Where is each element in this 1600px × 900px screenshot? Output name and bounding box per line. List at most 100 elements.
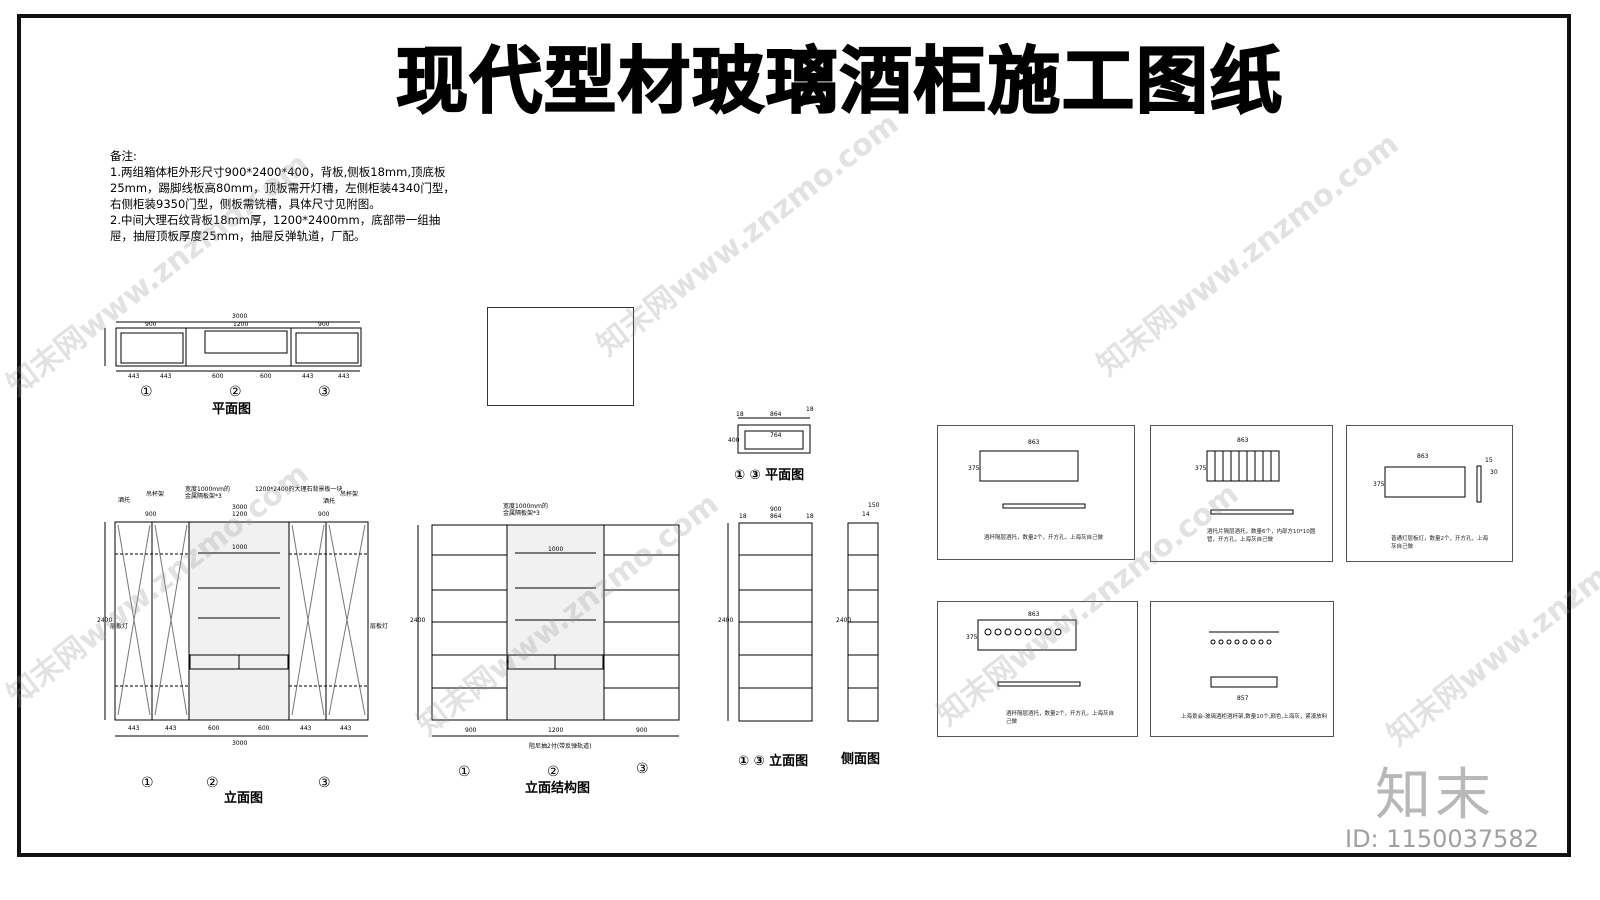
- elev-note-shelves: 金属隔板架*3: [185, 492, 222, 500]
- struct-note-shelves: 金属隔板架*3: [503, 509, 540, 517]
- struct-note-drawer: 阻尼抽2付(带反弹轨道): [529, 742, 592, 750]
- plan-dim-443d: 443: [338, 373, 350, 380]
- struct-marker-1: ①: [458, 764, 471, 780]
- detail-4-dim-width: 863: [1028, 611, 1040, 618]
- struct-dim-1200: 1200: [548, 727, 563, 734]
- spec-table: [487, 307, 634, 406]
- side-elevation-label: ① ③ 立面图: [738, 753, 808, 769]
- elev-bdim-443b: 443: [165, 725, 177, 732]
- side-elev-dim-18a: 18: [739, 513, 747, 520]
- detail-2-dim-depth: 375: [1195, 465, 1207, 472]
- elev-note-marble: 1200*2400的大理石背景板一块: [255, 485, 343, 493]
- detail-2-drawing: 863 375: [1195, 437, 1294, 515]
- side-plan-dim-864: 864: [770, 411, 782, 418]
- elev-note-glass-rack-right: 吊杯架: [340, 490, 358, 498]
- plan-dim-443b: 443: [160, 373, 172, 380]
- detail-2-caption: 酒托片隔层酒托，数量6个，内部方10*10圆管，开方孔，上海灰自己做: [1207, 529, 1316, 543]
- side-plan-dim-18a: 18: [736, 411, 744, 418]
- side-elev-dim-900: 900: [770, 506, 782, 513]
- plan-dim-900a: 900: [145, 321, 157, 328]
- notes-block: 备注: 1.两组箱体柜外形尺寸900*2400*400，背板,侧板18mm,顶底…: [110, 148, 455, 244]
- plan-marker-1: ①: [140, 384, 153, 400]
- elev-note-wine-rest-right: 酒托: [323, 497, 335, 505]
- detail-box-3: 863 375 15 30 普通灯层板灯，数量2个，开方孔，上海灰自己做: [1346, 425, 1513, 562]
- side-elevation-view: [727, 522, 813, 722]
- notes-line-1: 1.两组箱体柜外形尺寸900*2400*400，背板,侧板18mm,顶底板25m…: [110, 165, 455, 211]
- notes-heading: 备注:: [110, 149, 137, 163]
- detail-1-drawing: 863 375: [968, 439, 1086, 509]
- detail-4-caption: 酒杯隔层酒托，数量2个，开方孔，上海灰自己做: [1006, 711, 1115, 725]
- side-view-dim-150: 150: [868, 502, 880, 509]
- elev-dim-900b: 900: [318, 511, 330, 518]
- side-view-label: 侧面图: [841, 751, 880, 767]
- elev-marker-3: ③: [318, 775, 331, 791]
- struct-dim-900b: 900: [636, 727, 648, 734]
- side-view-dim-2400: 2400: [836, 617, 851, 624]
- plan-view: [104, 321, 362, 372]
- side-plan-dim-764: 764: [770, 432, 782, 439]
- plan-dim-600b: 600: [260, 373, 272, 380]
- struct-dim-900a: 900: [465, 727, 477, 734]
- elev-dim-2400: 2400: [97, 617, 112, 624]
- notes-line-2: 2.中间大理石纹背板18mm厚，1200*2400mm，底部带一组抽屉，抽屉顶板…: [110, 213, 441, 243]
- elev-bdim-600b: 600: [258, 725, 270, 732]
- structure-label: 立面结构图: [525, 780, 590, 796]
- elev-dim-1200: 1200: [232, 511, 247, 518]
- side-plan-label: ① ③ 平面图: [734, 468, 804, 483]
- struct-marker-2: ②: [547, 764, 560, 780]
- side-elev-dim-2400: 2400: [718, 617, 733, 624]
- elev-note-shelf-light-left: 层板灯: [110, 622, 128, 630]
- detail-box-4: 863 375 酒杯隔层酒托，数量2个，开方孔，上海灰自己做: [937, 601, 1138, 737]
- side-plan-view: [737, 417, 811, 454]
- side-view-dim-14: 14: [862, 511, 870, 518]
- side-view: [847, 522, 879, 722]
- side-elev-dim-18b: 18: [806, 513, 814, 520]
- struct-dim-2400: 2400: [410, 617, 425, 624]
- detail-5-drawing: 857: [1209, 631, 1279, 702]
- elev-dim-900a: 900: [145, 511, 157, 518]
- plan-dim-900b: 900: [318, 321, 330, 328]
- struct-marker-3: ③: [636, 761, 649, 777]
- elev-bdim-3000: 3000: [232, 740, 247, 747]
- elev-dim-1000: 1000: [232, 544, 247, 551]
- detail-4-dim-depth: 375: [966, 634, 978, 641]
- elev-dim-3000: 3000: [232, 504, 247, 511]
- plan-dim-1200: 1200: [233, 321, 248, 328]
- plan-label: 平面图: [212, 402, 251, 417]
- plan-dim-3000: 3000: [232, 313, 247, 320]
- elevation-label: 立面图: [224, 790, 263, 806]
- elevation-view: [104, 521, 369, 737]
- elev-bdim-443a: 443: [128, 725, 140, 732]
- detail-3-dim-30: 30: [1490, 469, 1498, 476]
- detail-1-dim-depth: 375: [968, 465, 980, 472]
- elev-marker-1: ①: [141, 775, 154, 791]
- structure-view: [417, 524, 680, 737]
- struct-dim-1000: 1000: [548, 546, 563, 553]
- brand-logo: 知末: [1375, 763, 1495, 828]
- elev-bdim-600a: 600: [208, 725, 220, 732]
- struct-note-width: 宽度1000mm的: [503, 502, 548, 510]
- detail-3-dim-15: 15: [1485, 457, 1493, 464]
- side-plan-dim-400: 400: [728, 437, 740, 444]
- page-title: 现代型材玻璃酒柜施工图纸: [395, 38, 1284, 124]
- id-label: ID: 1150037582: [1345, 825, 1539, 853]
- detail-5-dim-width: 857: [1237, 695, 1249, 702]
- detail-3-drawing: 863 375 15 30: [1373, 453, 1498, 503]
- detail-3-caption: 普通灯层板灯，数量2个，开方孔，上海灰自己做: [1391, 536, 1489, 550]
- plan-marker-2: ②: [229, 384, 242, 400]
- elev-note-glass-rack-left: 吊杯架: [146, 490, 164, 498]
- drawing-frame: [17, 14, 1571, 857]
- elev-note-width: 宽度1000mm的: [185, 485, 230, 493]
- elev-note-wine-rest-left: 酒托: [118, 496, 130, 504]
- detail-box-5: 857 上海景会-玻璃酒柜酒杯架,数量10个,颜色,上海灰，紧凑放料: [1150, 601, 1334, 737]
- detail-5-caption: 上海景会-玻璃酒柜酒杯架,数量10个,颜色,上海灰，紧凑放料: [1181, 714, 1328, 720]
- elev-note-shelf-light-right: 层板灯: [370, 622, 388, 630]
- plan-dim-600a: 600: [212, 373, 224, 380]
- detail-1-dim-width: 863: [1028, 439, 1040, 446]
- side-plan-dim-18b: 18: [806, 406, 814, 413]
- elev-bdim-443d: 443: [340, 725, 352, 732]
- side-elev-dim-864: 864: [770, 513, 782, 520]
- detail-box-1: 863 375 酒杯隔层酒托，数量2个，开方孔，上海灰自己做: [937, 425, 1135, 560]
- elev-bdim-443c: 443: [300, 725, 312, 732]
